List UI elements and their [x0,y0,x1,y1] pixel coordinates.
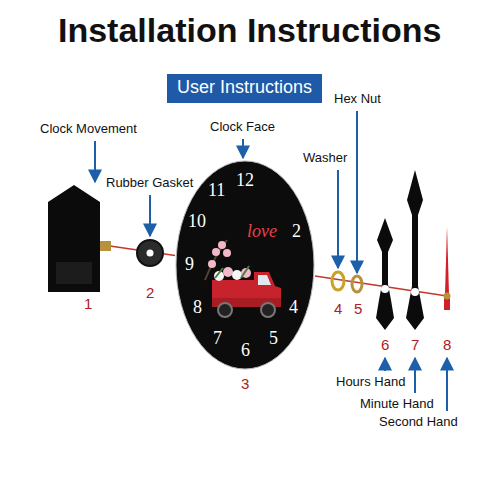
hex-nut [352,276,362,292]
blossom [218,241,226,249]
leader-line [446,358,448,411]
truck-window [258,275,271,285]
callout-number: 6 [381,336,389,354]
clock-face-disc [176,161,314,369]
rubber-gasket [137,240,163,266]
clock-numeral: 6 [241,340,250,362]
second-hand [445,226,449,294]
part-name: Clock Face [210,119,275,135]
clock-numeral: 8 [193,297,202,319]
leader-line [414,358,416,393]
leader-line [149,195,151,236]
part-name: Clock Movement [40,121,137,137]
clock-numeral: 10 [188,211,206,233]
callout-number: 3 [241,375,249,393]
blossom [212,248,220,256]
truck-wheel [218,303,232,317]
truck-wheel [261,303,275,317]
washer [332,272,344,290]
leader-line [337,170,339,268]
second-hand-cap [444,293,451,300]
minute-hand [406,170,424,330]
leader-line [94,141,96,182]
part-name: Hex Nut [334,91,381,107]
callout-number: 8 [443,336,451,354]
callout-number: 1 [84,295,92,313]
bed-flower [223,267,233,277]
clock-numeral: 7 [213,328,222,350]
truck-bed [212,280,254,300]
leader-line [384,358,386,371]
banner-box: User Instructions [167,74,322,103]
clock-numeral: 2 [292,221,301,243]
gasket-hole [147,250,154,257]
bed-flower [232,270,242,280]
hand-hole [411,288,419,296]
part-name: Rubber Gasket [106,175,193,191]
hours-hand [376,218,394,330]
movement-shaft [100,241,111,251]
clock-movement [48,185,100,292]
clock-numeral: 4 [289,297,298,319]
movement-panel [56,262,92,284]
hand-hole [381,285,389,293]
script-word: love [247,221,277,243]
callout-number: 5 [354,300,362,318]
banner-text: User Instructions [177,77,312,99]
clock-face-outline [175,160,315,370]
callout-number: 2 [146,284,154,302]
callout-number: 4 [334,300,342,318]
clock-numeral: 11 [208,180,225,202]
clock-face: 12 love 2 45678 9 1011 [175,160,315,370]
leader-line [242,139,244,158]
part-name: Minute Hand [360,396,434,412]
part-name: Hours Hand [336,374,405,390]
blossom [208,260,216,268]
part-name: Washer [303,150,347,166]
leader-line [356,111,358,273]
clock-numeral: 12 [236,170,254,192]
blossom [223,249,231,257]
clock-numeral: 9 [185,254,194,276]
title: Installation Instructions [58,10,441,51]
clock-numeral: 5 [269,328,278,350]
part-name: Second Hand [379,414,458,430]
callout-number: 7 [411,336,419,354]
leaf [215,266,249,278]
